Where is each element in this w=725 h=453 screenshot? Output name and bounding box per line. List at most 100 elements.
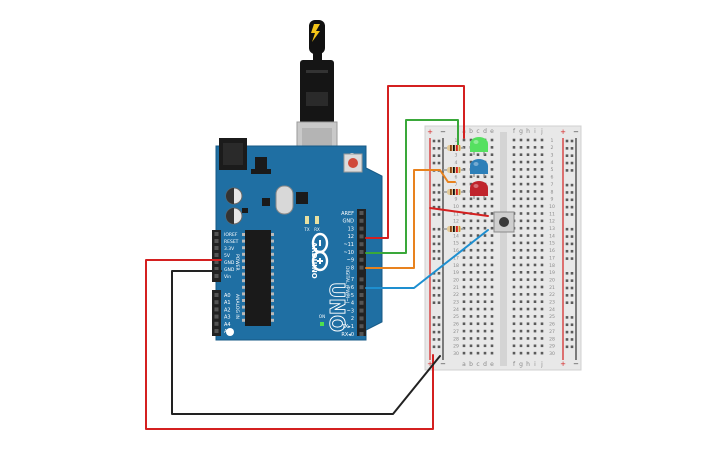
rail-hole bbox=[432, 139, 436, 143]
wire-red-5v bbox=[145, 259, 434, 430]
power-pin-hole bbox=[214, 232, 219, 236]
usb-cable bbox=[296, 20, 338, 161]
row-number-right: 24 bbox=[549, 307, 555, 313]
rail-hole bbox=[437, 154, 441, 157]
rail-hole bbox=[437, 235, 441, 238]
breadboard-hole bbox=[540, 204, 544, 208]
power-pin-hole bbox=[214, 260, 219, 264]
digital-pin-hole bbox=[359, 308, 364, 313]
breadboard-hole bbox=[526, 219, 530, 223]
breadboard-hole bbox=[512, 329, 516, 333]
rail-hole bbox=[432, 323, 436, 327]
breadboard-hole bbox=[476, 278, 480, 281]
row-number-left: 25 bbox=[453, 314, 459, 320]
row-number-left: 4 bbox=[455, 160, 458, 166]
rail-hole bbox=[437, 191, 441, 194]
breadboard-hole bbox=[526, 256, 530, 259]
rail-hole bbox=[432, 257, 436, 260]
rail-hole bbox=[565, 205, 569, 209]
digital-pin-label: ~9 bbox=[347, 258, 354, 264]
rail-hole bbox=[570, 272, 574, 275]
resistor bbox=[443, 145, 464, 151]
row-number-right: 4 bbox=[551, 160, 554, 166]
breadboard-hole bbox=[483, 337, 487, 340]
chip-pin bbox=[242, 299, 245, 302]
power-label: POWER bbox=[234, 254, 240, 271]
breadboard-hole bbox=[469, 337, 473, 340]
breadboard-hole bbox=[469, 160, 473, 164]
breadboard-hole bbox=[469, 285, 473, 289]
digital-pin-hole bbox=[359, 285, 364, 290]
breadboard-hole bbox=[526, 146, 530, 149]
breadboard-hole bbox=[462, 351, 466, 355]
rail-sign: − bbox=[440, 128, 446, 136]
breadboard-hole bbox=[490, 307, 494, 311]
breadboard-hole bbox=[533, 234, 537, 237]
breadboard-hole bbox=[490, 204, 494, 208]
row-number-right: 6 bbox=[551, 175, 554, 181]
rail-hole bbox=[437, 183, 441, 187]
breadboard-hole bbox=[483, 219, 487, 223]
row-number-right: 29 bbox=[549, 344, 555, 350]
breadboard-hole bbox=[469, 226, 473, 230]
breadboard-hole bbox=[540, 175, 544, 179]
breadboard-hole bbox=[533, 337, 537, 340]
breadboard-hole bbox=[540, 190, 544, 193]
rail-hole bbox=[432, 338, 436, 341]
rail-hole bbox=[437, 227, 441, 231]
rail-hole bbox=[570, 338, 574, 341]
breadboard-hole bbox=[526, 212, 530, 215]
rail-hole bbox=[570, 191, 574, 194]
model-label: UNO bbox=[325, 282, 349, 332]
row-number-right: 10 bbox=[549, 204, 555, 210]
chip-pin bbox=[242, 239, 245, 243]
row-number-right: 15 bbox=[549, 241, 555, 247]
row-number-right: 28 bbox=[549, 336, 555, 342]
rail-hole bbox=[432, 205, 436, 209]
column-label: h bbox=[526, 128, 530, 135]
row-number-right: 16 bbox=[549, 248, 555, 254]
digital-pin-label: 4 bbox=[351, 301, 354, 307]
rail-hole bbox=[565, 301, 569, 304]
breadboard-hole bbox=[483, 248, 487, 252]
breadboard-hole bbox=[462, 300, 466, 303]
row-number-right: 30 bbox=[549, 351, 555, 357]
breadboard-hole bbox=[540, 344, 544, 348]
digital-pin-label: 7 bbox=[351, 277, 354, 283]
rail-hole bbox=[565, 257, 569, 260]
rail-hole bbox=[565, 345, 569, 349]
breadboard-hole bbox=[526, 175, 530, 179]
breadboard-hole bbox=[540, 197, 544, 201]
breadboard-hole bbox=[526, 153, 530, 156]
power-pin-hole bbox=[214, 253, 219, 257]
power-pin-hole bbox=[214, 239, 219, 243]
breadboard-hole bbox=[462, 322, 466, 326]
breadboard-hole bbox=[462, 315, 466, 318]
breadboard-hole bbox=[526, 182, 530, 186]
digital-pin-hole bbox=[359, 218, 364, 223]
breadboard-hole bbox=[490, 146, 494, 149]
breadboard-hole bbox=[469, 219, 473, 223]
rail-sign: − bbox=[440, 360, 446, 368]
breadboard-hole bbox=[526, 344, 530, 348]
breadboard-hole bbox=[483, 153, 487, 156]
row-number-right: 8 bbox=[551, 189, 554, 195]
led-red bbox=[470, 181, 488, 199]
rail-hole bbox=[432, 301, 436, 304]
power-pin-hole bbox=[214, 274, 219, 278]
rail-hole bbox=[565, 330, 569, 334]
breadboard-hole bbox=[519, 168, 523, 171]
breadboard-hole bbox=[526, 300, 530, 303]
wire-blue-pin6 bbox=[365, 229, 489, 289]
row-number-left: 21 bbox=[453, 285, 459, 291]
breadboard-hole bbox=[462, 271, 466, 274]
breadboard-hole bbox=[469, 351, 473, 355]
capacitors bbox=[225, 187, 243, 225]
rail-hole bbox=[432, 161, 436, 165]
rail-hole bbox=[565, 294, 569, 297]
breadboard-hole bbox=[512, 175, 516, 179]
chip-pin bbox=[271, 318, 274, 322]
rail-hole bbox=[432, 249, 436, 253]
analog-pin-hole bbox=[214, 300, 219, 305]
breadboard-hole bbox=[512, 153, 516, 156]
